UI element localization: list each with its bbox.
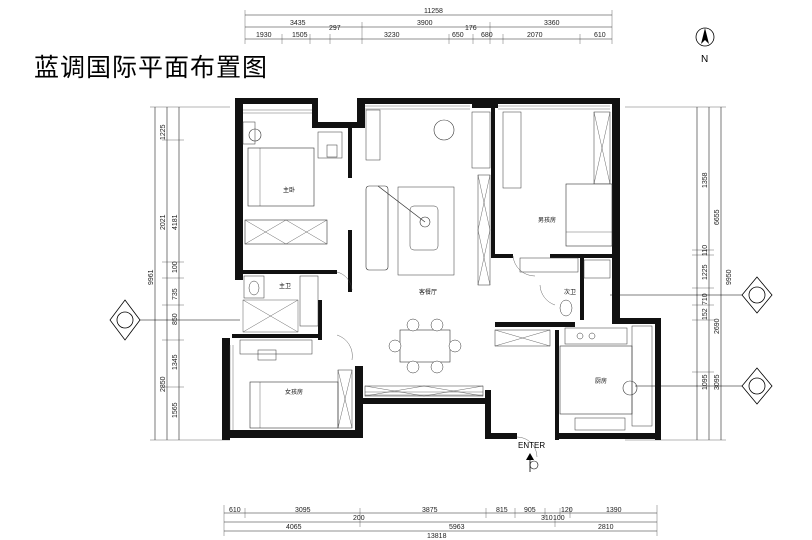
dim-top-detail-8: 2070 (527, 32, 543, 39)
dim-left-2: 2021 (160, 214, 167, 230)
doors (336, 255, 556, 458)
dim-bottom-detail-8: 120 (561, 507, 573, 514)
section-marker-left-icon (109, 299, 240, 341)
dim-left-1: 1225 (160, 124, 167, 140)
dining-table (399, 329, 451, 363)
dim-right-1: 1358 (702, 172, 709, 188)
dim-left-3: 4181 (172, 214, 179, 230)
top-dimensions: 11258 3435 3900 3360 1930 1505 297 3230 … (244, 8, 613, 44)
dim-bottom-total: 13818 (427, 533, 447, 540)
dim-left-total: 9961 (148, 269, 155, 285)
dim-bottom-seg-1: 4065 (286, 524, 302, 531)
dim-bottom-detail-6: 310 (541, 515, 553, 522)
dim-left-6: 850 (172, 313, 179, 325)
dim-bottom-seg-2: 5963 (449, 524, 465, 531)
room-label-master-bedroom: 主卧 (283, 186, 295, 194)
right-dimensions: 1358 6655 110 1225 710 152 2690 1095 309… (625, 106, 733, 441)
dim-right-9: 3095 (714, 374, 721, 390)
windows (229, 105, 610, 430)
dim-right-total: 9950 (726, 269, 733, 285)
walls (222, 98, 661, 440)
master-wardrobe (244, 219, 328, 245)
master-bed (247, 147, 315, 207)
dim-bottom-detail-1: 610 (229, 507, 241, 514)
dim-right-5: 710 (702, 293, 709, 305)
boys-bed (565, 183, 613, 247)
dim-right-3: 110 (702, 245, 709, 256)
north-label: N (701, 54, 708, 65)
dim-right-4: 1225 (702, 264, 709, 280)
master-bath-fixtures (242, 275, 319, 333)
dim-bottom-mid: 200 (353, 515, 365, 522)
room-label-living-dining: 客餐厅 (419, 288, 437, 296)
room-label-girls-room: 女孩房 (285, 388, 303, 396)
dim-bottom-detail-2: 3095 (295, 507, 311, 514)
room-label-master-bath: 主卫 (279, 282, 291, 290)
section-marker-right-2-icon (635, 367, 773, 405)
dim-left-7: 1345 (172, 354, 179, 370)
coffee-table (409, 205, 439, 251)
dim-top-detail-2: 1505 (292, 32, 308, 39)
dim-left-9: 1565 (172, 402, 179, 418)
dim-left-8: 2850 (160, 376, 167, 392)
master-bedroom-furniture (242, 121, 343, 245)
bath-fixtures (559, 259, 611, 317)
dim-top-detail-3: 297 (329, 25, 341, 32)
dim-top-detail-5: 650 (452, 32, 464, 39)
room-label-bath: 次卫 (564, 288, 576, 296)
boys-room-furniture (502, 111, 613, 273)
dim-left-4: 100 (172, 261, 179, 273)
entry-marker: ENTER (518, 441, 545, 472)
page-title: 蓝调国际平面布置图 (34, 53, 269, 82)
bottom-dimensions: 610 3095 3875 815 905 310 100 120 1390 2… (223, 505, 658, 540)
dim-top-seg-3: 3360 (544, 20, 560, 27)
living-dining-furniture (364, 109, 491, 397)
dim-bottom-detail-9: 1390 (606, 507, 622, 514)
rug (397, 186, 455, 276)
dim-top-seg-2: 3900 (417, 20, 433, 27)
dim-top-total: 11258 (424, 8, 443, 15)
dim-top-detail-9: 610 (594, 32, 606, 39)
dim-bottom-detail-3: 3875 (422, 507, 438, 514)
dim-right-2: 6655 (714, 209, 721, 225)
tv-cabinet (477, 174, 491, 286)
dim-right-8: 1095 (702, 374, 709, 390)
dim-left-5: 735 (172, 288, 179, 300)
dim-top-detail-6: 176 (465, 25, 477, 32)
left-dimensions: 1225 2021 4181 100 735 850 1345 2850 156… (148, 106, 230, 441)
dim-bottom-detail-7: 100 (553, 515, 565, 522)
dim-bottom-detail-4: 815 (496, 507, 508, 514)
sofa (365, 185, 389, 271)
girls-room-furniture (239, 339, 353, 429)
dim-top-detail-7: 680 (481, 32, 493, 39)
kitchen-fixtures (494, 325, 653, 431)
dim-bottom-detail-5: 905 (524, 507, 536, 514)
dim-bottom-seg-3: 2810 (598, 524, 614, 531)
entry-label: ENTER (518, 441, 545, 450)
girls-bed (249, 381, 339, 429)
room-label-kitchen: 厨房 (595, 377, 607, 385)
dim-right-6: 152 (702, 308, 709, 320)
dim-right-7: 2690 (714, 318, 721, 334)
dim-top-detail-4: 3230 (384, 32, 400, 39)
north-arrow-icon: N (695, 27, 715, 65)
dim-top-detail-1: 1930 (256, 32, 272, 39)
dim-top-seg-1: 3435 (290, 20, 306, 27)
room-label-boys-room: 男孩房 (538, 216, 556, 224)
section-marker-right-1-icon (610, 276, 773, 314)
